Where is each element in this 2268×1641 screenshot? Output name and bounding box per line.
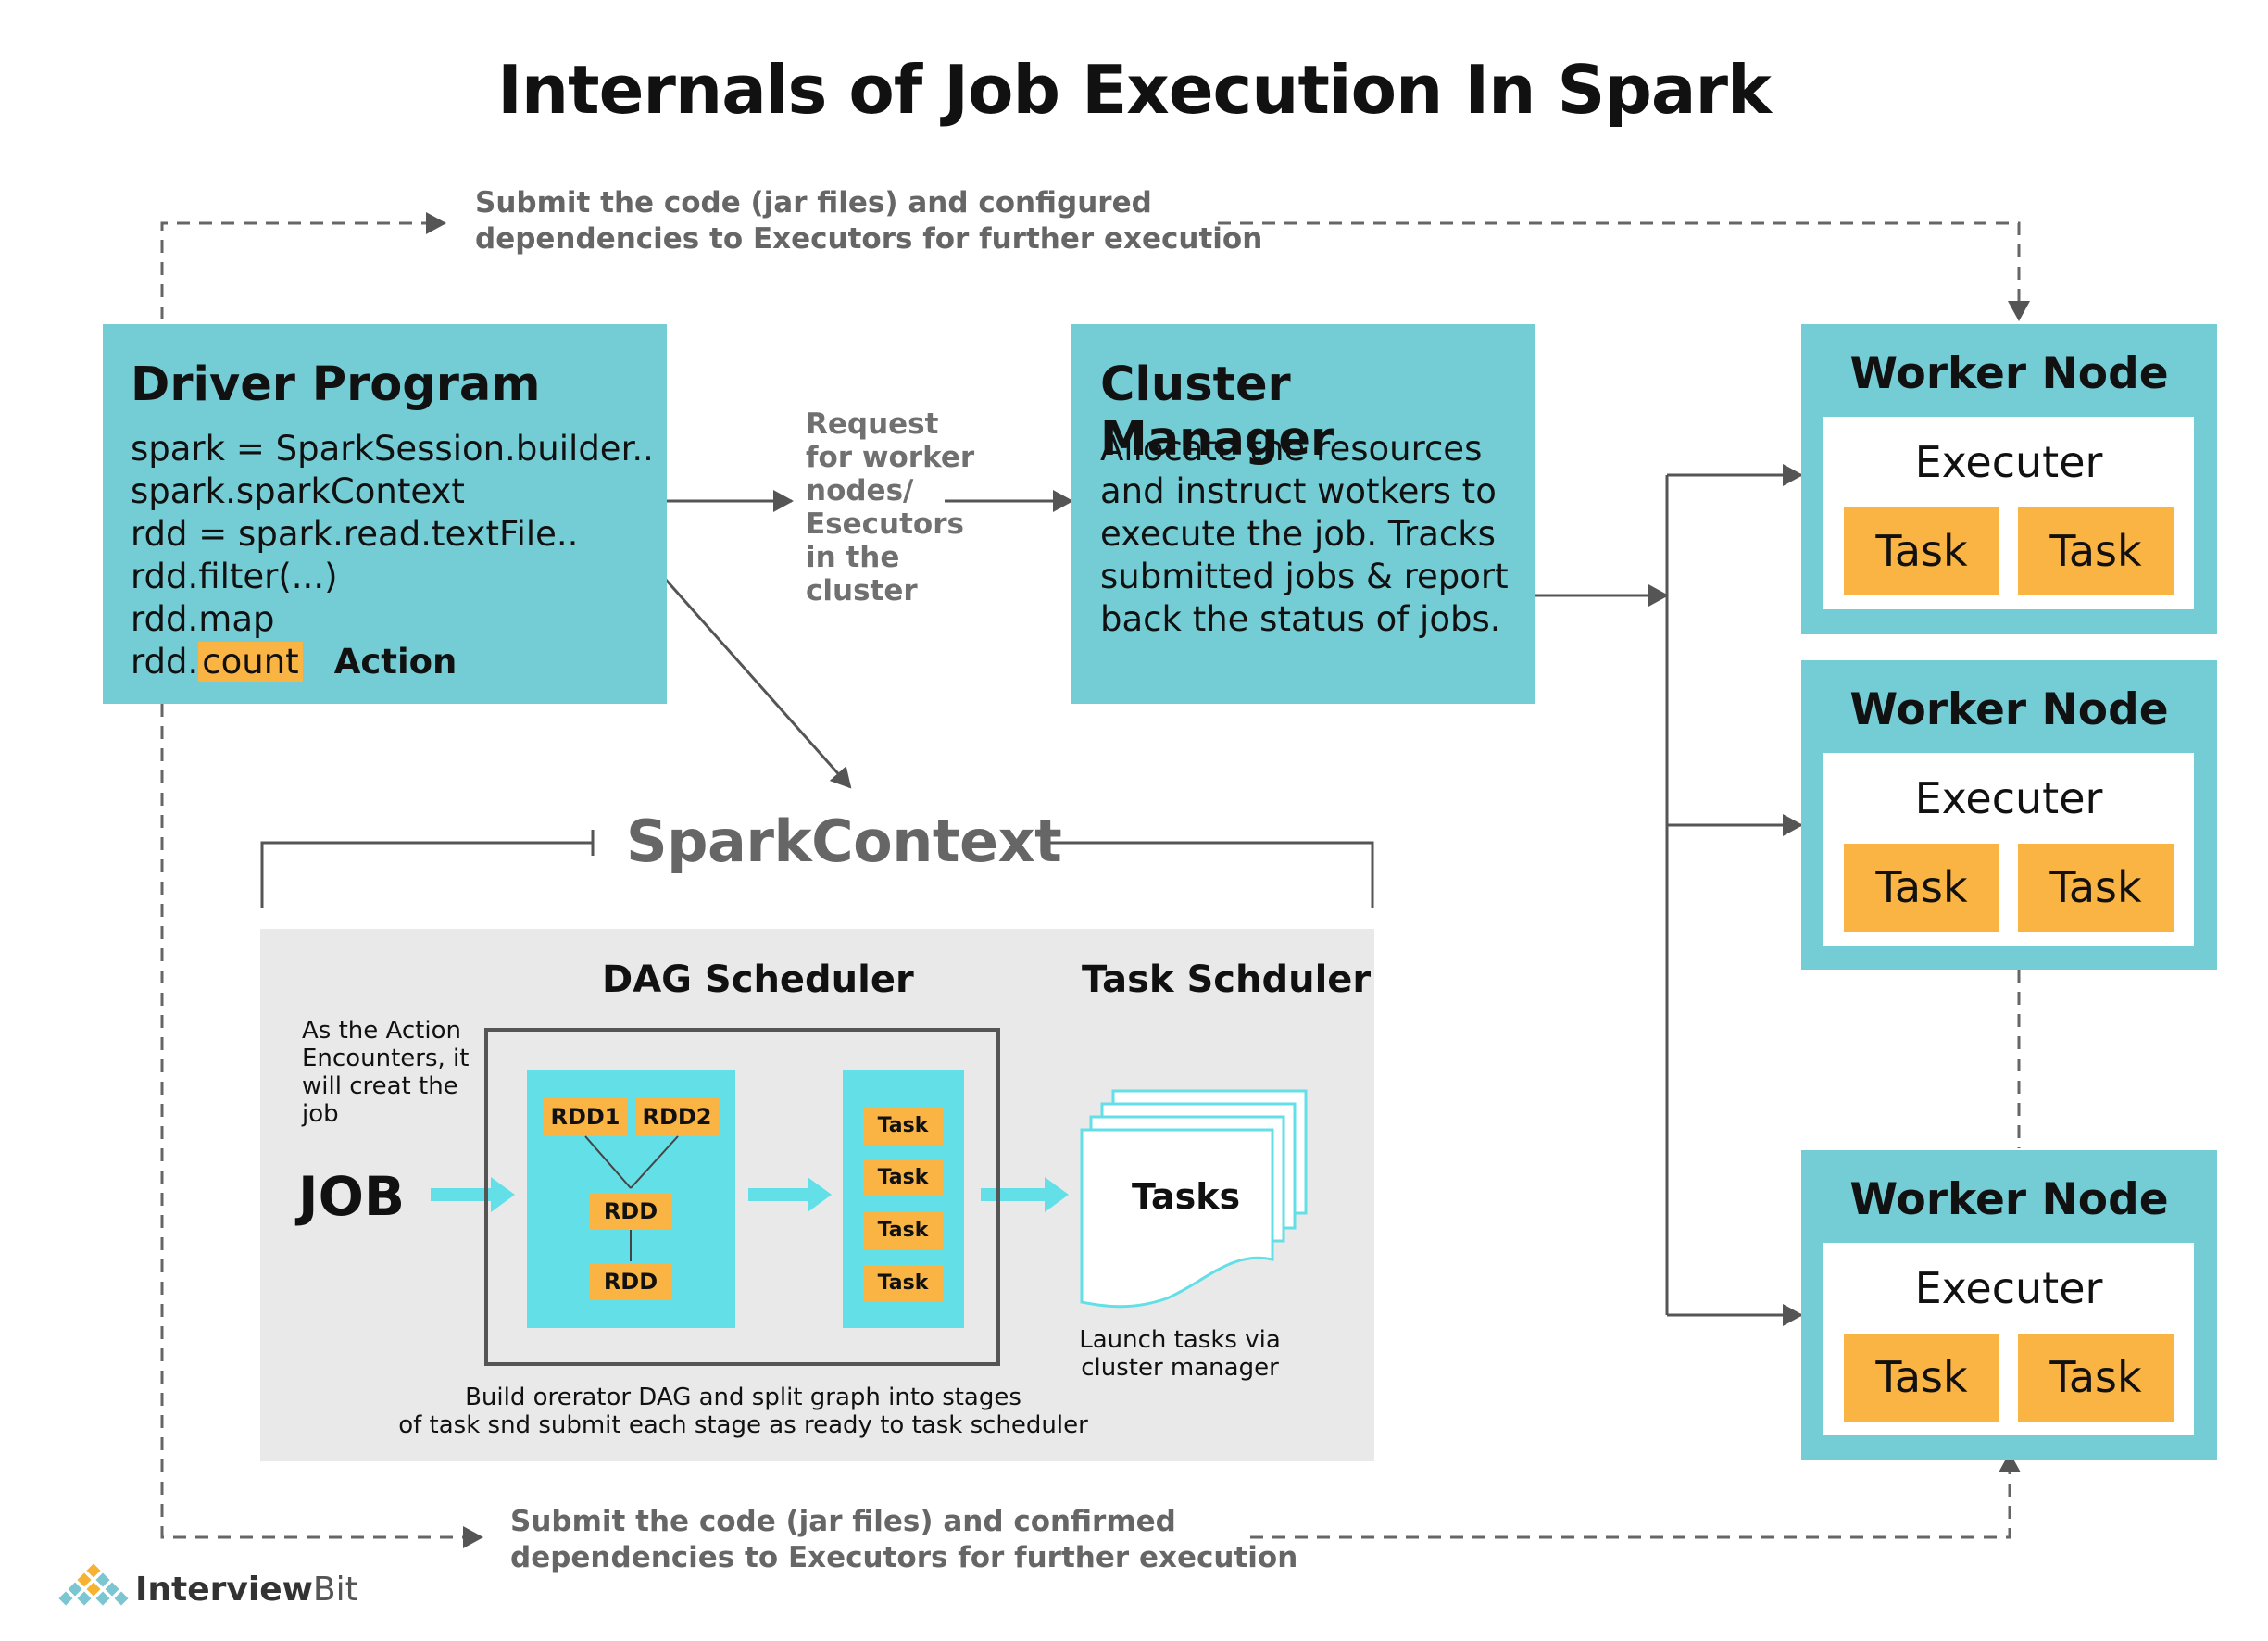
worker-node-2: Worker Node Executer Task Task bbox=[1801, 660, 2217, 970]
top-dashed-line-right bbox=[1218, 221, 2030, 321]
bottom-dashed-line-left bbox=[160, 704, 483, 1548]
driver-code-line-action: rdd.count Action bbox=[131, 641, 654, 683]
cluster-manager-title: Cluster Manager bbox=[1100, 357, 1334, 467]
executor-title: Executer bbox=[1914, 773, 2103, 823]
bottom-dashed-line-right bbox=[1250, 1452, 2021, 1539]
logo-text-regular: Bit bbox=[312, 1571, 358, 1609]
dag-note-line: Build orerator DAG and split graph into … bbox=[465, 1384, 1021, 1411]
top-note-line: Submit the code (jar files) and configur… bbox=[475, 186, 1152, 219]
stage-task: Task bbox=[863, 1108, 943, 1145]
rdd-node: RDD1 bbox=[544, 1098, 627, 1135]
stage-task: Task bbox=[863, 1159, 943, 1196]
driver-code-line: rdd.filter(...) bbox=[131, 557, 338, 596]
cluster-manager-line: submitted jobs & report bbox=[1100, 557, 1509, 596]
executor-box: Executer Task Task bbox=[1823, 753, 2194, 946]
count-highlight: count bbox=[198, 642, 303, 682]
sparkcontext-title: SparkContext bbox=[626, 808, 1062, 875]
job-note-line: will creat the bbox=[302, 1072, 458, 1100]
rdd-node: RDD2 bbox=[635, 1098, 719, 1135]
tasks-label: Tasks bbox=[1132, 1176, 1241, 1217]
driver-code-line: spark.sparkContext bbox=[131, 471, 465, 511]
job-label: JOB bbox=[298, 1165, 406, 1228]
driver-program-box: Driver Program spark = SparkSession.buil… bbox=[103, 324, 667, 704]
driver-code-line: rdd.map bbox=[131, 599, 275, 639]
rdd-edges bbox=[584, 1135, 679, 1261]
task-box: Task bbox=[2018, 507, 2174, 595]
task-box: Task bbox=[1844, 1334, 1999, 1422]
launch-note-line: cluster manager bbox=[1081, 1354, 1279, 1382]
rdd-node: RDD bbox=[590, 1193, 671, 1230]
job-to-dag-arrow bbox=[431, 1177, 515, 1212]
rdd-to-stage-arrow bbox=[748, 1177, 832, 1212]
dag-note: Build orerator DAG and split graph into … bbox=[352, 1384, 1134, 1439]
rdd-node: RDD bbox=[590, 1263, 671, 1300]
bracket-left bbox=[260, 841, 593, 908]
job-note-line: job bbox=[302, 1100, 339, 1128]
dag-note-line: of task snd submit each stage as ready t… bbox=[398, 1411, 1088, 1439]
stage-task: Task bbox=[863, 1212, 943, 1249]
task-box: Task bbox=[2018, 844, 2174, 932]
page-title: Internals of Job Execution In Spark bbox=[497, 51, 1772, 129]
action-label: Action bbox=[333, 642, 457, 682]
request-note: Request for worker nodes/ Esecutors in t… bbox=[806, 407, 974, 608]
request-note-line: cluster bbox=[806, 574, 918, 608]
driver-code: spark = SparkSession.builder.. spark.spa… bbox=[131, 428, 654, 683]
task-scheduler-title: Task Schduler bbox=[1082, 958, 1372, 1001]
cluster-manager-text: Allocate the resources and instruct wotk… bbox=[1100, 428, 1509, 641]
rdd-edge bbox=[630, 1135, 679, 1189]
executor-box: Executer Task Task bbox=[1823, 417, 2194, 609]
request-note-line: for worker bbox=[806, 441, 975, 474]
top-note-line: dependencies to Executors for further ex… bbox=[475, 222, 1263, 256]
driver-code-line: spark = SparkSession.builder.. bbox=[131, 429, 654, 469]
cluster-manager-line: and instruct wotkers to bbox=[1100, 471, 1497, 511]
cluster-manager-box: Cluster Manager Allocate the resources a… bbox=[1071, 324, 1535, 704]
top-note: Submit the code (jar files) and configur… bbox=[475, 185, 1262, 257]
bottom-note-line: dependencies to Executors for further ex… bbox=[510, 1541, 1298, 1574]
bottom-note: Submit the code (jar files) and confirme… bbox=[510, 1504, 1297, 1576]
interviewbit-logo-text: InterviewBit bbox=[135, 1571, 358, 1609]
request-note-line: in the bbox=[806, 541, 900, 574]
executor-title: Executer bbox=[1914, 1263, 2103, 1313]
dag-frame bbox=[484, 1028, 1000, 1366]
stage-to-tasks-arrow bbox=[981, 1177, 1069, 1212]
worker-node-title: Worker Node bbox=[1849, 1174, 2169, 1225]
task-box: Task bbox=[1844, 507, 1999, 595]
tasks-document-stack bbox=[1080, 1089, 1308, 1309]
cluster-manager-line: execute the job. Tracks bbox=[1100, 514, 1496, 554]
worker-node-title: Worker Node bbox=[1849, 684, 2169, 735]
logo-text-bold: Interview bbox=[135, 1571, 313, 1609]
job-note: As the Action Encounters, it will creat … bbox=[302, 1017, 469, 1128]
executor-title: Executer bbox=[1914, 437, 2103, 487]
top-dashed-line-left bbox=[160, 212, 446, 319]
request-note-line: Esecutors bbox=[806, 507, 964, 541]
stage-task: Task bbox=[863, 1265, 943, 1302]
worker-node-title: Worker Node bbox=[1849, 348, 2169, 399]
cluster-manager-line: back the status of jobs. bbox=[1100, 599, 1501, 639]
job-note-line: Encounters, it bbox=[302, 1045, 470, 1072]
bottom-note-line: Submit the code (jar files) and confirme… bbox=[510, 1505, 1176, 1538]
request-note-line: nodes/ bbox=[806, 474, 914, 507]
request-note-line: Request bbox=[806, 407, 939, 441]
launch-note-line: Launch tasks via bbox=[1079, 1326, 1281, 1354]
task-box: Task bbox=[2018, 1334, 2174, 1422]
driver-program-title: Driver Program bbox=[131, 357, 541, 412]
cluster-manager-line: Allocate the resources bbox=[1100, 429, 1483, 469]
code-prefix: rdd. bbox=[131, 642, 199, 682]
worker-node-1: Worker Node Executer Task Task bbox=[1801, 324, 2217, 634]
document-sheet-front bbox=[1080, 1128, 1274, 1309]
bracket-right bbox=[1049, 841, 1374, 908]
interviewbit-logo-icon bbox=[56, 1560, 132, 1609]
dag-scheduler-title: DAG Scheduler bbox=[602, 958, 914, 1001]
launch-note: Launch tasks via cluster manager bbox=[1059, 1326, 1300, 1382]
driver-code-line: rdd = spark.read.textFile.. bbox=[131, 514, 579, 554]
task-box: Task bbox=[1844, 844, 1999, 932]
job-note-line: As the Action bbox=[302, 1017, 461, 1045]
executor-box: Executer Task Task bbox=[1823, 1243, 2194, 1435]
rdd-edge bbox=[584, 1135, 632, 1189]
worker-node-3: Worker Node Executer Task Task bbox=[1801, 1150, 2217, 1460]
